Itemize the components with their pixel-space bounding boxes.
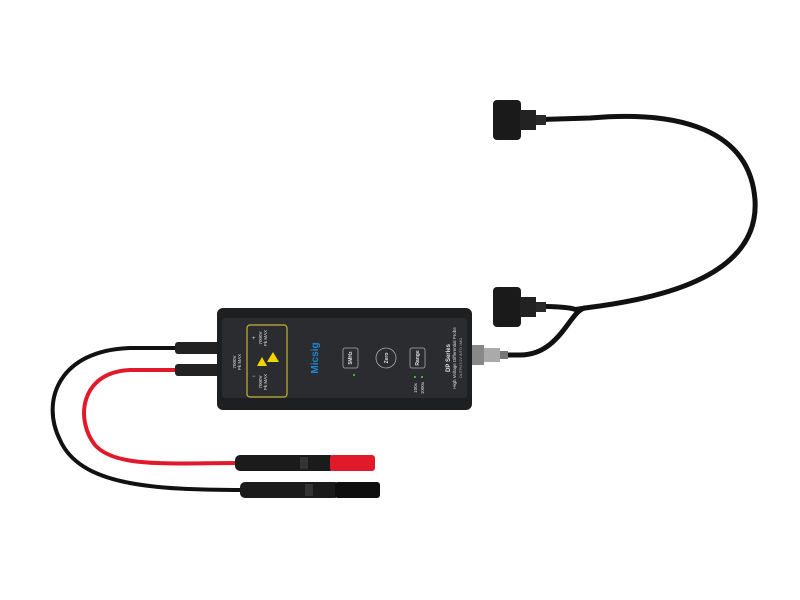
minus-rating-unit: Pk MAX — [263, 374, 268, 390]
minus-rating: 7000V — [258, 375, 263, 388]
range-label-100x: 100x — [413, 382, 418, 393]
diff-rating: 7000V — [232, 355, 237, 368]
red-banana-plug — [235, 455, 375, 471]
bnc-output-jack — [470, 345, 508, 365]
bandwidth-button[interactable]: 5MHz — [348, 351, 354, 365]
brand-logo: Micsig — [310, 342, 321, 373]
bandwidth-button-frame[interactable] — [342, 347, 359, 369]
range-led-100x — [414, 376, 416, 378]
bnc-connector-bottom — [493, 287, 546, 327]
series-label: DP Series — [446, 343, 452, 372]
range-led-1000x — [421, 376, 423, 378]
red-lead — [82, 368, 241, 466]
zero-button-frame[interactable] — [375, 347, 397, 369]
warning-icon — [257, 357, 267, 366]
bnc-connector-top — [493, 100, 546, 140]
input-panel — [246, 324, 288, 398]
plus-rating-unit: Pk MAX — [263, 330, 268, 346]
black-lead — [50, 346, 246, 492]
minus-symbol: − — [252, 374, 256, 380]
output-cable — [505, 113, 758, 358]
plus-rating: 7000V — [258, 331, 263, 344]
bandwidth-led — [353, 374, 355, 376]
range-label-1000x: 1000x — [420, 381, 425, 394]
zero-button[interactable]: Zero — [384, 353, 390, 364]
description-label: High Voltage Differential Probe — [452, 327, 457, 389]
range-button[interactable]: Range — [415, 350, 421, 366]
diff-rating-unit: Pk MAX — [237, 354, 242, 370]
plus-symbol: + — [252, 336, 256, 342]
output-spec-label: OUTPUT:1V INTO 1MΩ — [459, 338, 463, 378]
range-button-frame[interactable] — [409, 347, 426, 369]
warning-icon — [267, 352, 279, 362]
black-banana-plug — [240, 482, 380, 498]
